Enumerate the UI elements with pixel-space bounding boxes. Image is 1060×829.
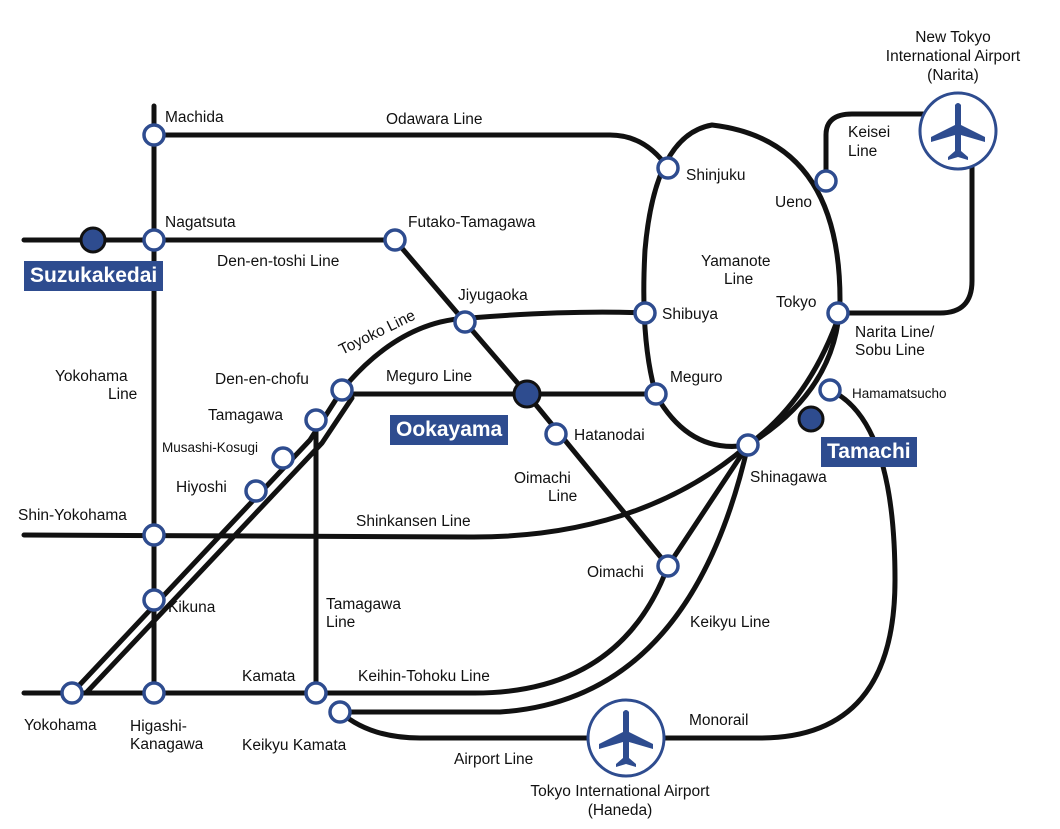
- label-yokohama-line-1: Yokohama: [55, 368, 128, 385]
- label-haneda-1: Tokyo International Airport: [530, 783, 710, 800]
- label-yokohama: Yokohama: [24, 717, 97, 734]
- label-den-en-chofu: Den-en-chofu: [215, 371, 309, 388]
- label-meguro-line: Meguro Line: [386, 368, 472, 385]
- airplane-icon: [599, 710, 653, 767]
- label-narita-1: New Tokyo: [915, 29, 991, 46]
- station-shinagawa[interactable]: [736, 433, 760, 457]
- station-labels: Machida Nagatsuta Futako-Tamagawa Jiyuga…: [18, 109, 947, 754]
- station-musashi-kosugi[interactable]: [271, 446, 295, 470]
- station-yokohama[interactable]: [60, 681, 84, 705]
- station-higashi-kanagawa[interactable]: [142, 681, 166, 705]
- station-tokyo[interactable]: [826, 301, 850, 325]
- station-machida[interactable]: [142, 123, 166, 147]
- label-narita-3: (Narita): [927, 67, 979, 84]
- label-tamagawa: Tamagawa: [208, 407, 283, 424]
- label-tamagawa-line-2: Line: [326, 614, 355, 631]
- label-narita-sobu-line-2: Sobu Line: [855, 342, 925, 359]
- label-airport-line: Airport Line: [454, 751, 533, 768]
- station-tamachi[interactable]: [797, 405, 825, 433]
- label-keihin-tohoku-line: Keihin-Tohoku Line: [358, 668, 490, 685]
- narita-airport-icon-group: [918, 91, 998, 171]
- station-meguro[interactable]: [644, 382, 668, 406]
- label-hamamatsucho: Hamamatsucho: [852, 386, 947, 401]
- label-nagatsuta: Nagatsuta: [165, 214, 236, 231]
- station-hamamatsucho[interactable]: [818, 378, 842, 402]
- station-ueno[interactable]: [814, 169, 838, 193]
- label-den-en-toshi-line: Den-en-toshi Line: [217, 253, 339, 270]
- label-ueno: Ueno: [775, 194, 812, 211]
- label-yamanote-line-1: Yamanote: [701, 253, 771, 270]
- label-hiyoshi: Hiyoshi: [176, 479, 227, 496]
- airport-labels: New Tokyo International Airport (Narita)…: [530, 29, 1021, 819]
- label-haneda-2: (Haneda): [588, 802, 653, 819]
- toyoko-line-parallel: [83, 395, 355, 696]
- label-keisei-line-1: Keisei: [848, 124, 890, 141]
- label-narita-sobu-line-1: Narita Line/: [855, 324, 935, 341]
- label-oimachi-line-1: Oimachi: [514, 470, 571, 487]
- label-shinjuku: Shinjuku: [686, 167, 745, 184]
- label-kikuna: Kikuna: [168, 599, 216, 616]
- airport-line: [337, 709, 591, 741]
- label-meguro: Meguro: [670, 369, 723, 386]
- station-hiyoshi[interactable]: [244, 479, 268, 503]
- label-futako-tamagawa: Futako-Tamagawa: [408, 214, 536, 231]
- label-odawara-line: Odawara Line: [386, 111, 483, 128]
- monorail-line: [660, 387, 898, 741]
- narita-sobu-line: [835, 162, 975, 316]
- label-oimachi-line-2: Line: [548, 488, 577, 505]
- station-jiyugaoka[interactable]: [453, 310, 477, 334]
- station-shibuya[interactable]: [633, 301, 657, 325]
- station-futako-tamagawa[interactable]: [383, 228, 407, 252]
- label-narita-2: International Airport: [886, 48, 1021, 65]
- station-suzukakedai[interactable]: [79, 226, 107, 254]
- label-keikyu-line: Keikyu Line: [690, 614, 770, 631]
- label-oimachi: Oimachi: [587, 564, 644, 581]
- station-ookayama[interactable]: [512, 379, 542, 409]
- label-yokohama-line-2: Line: [108, 386, 137, 403]
- line-labels: Odawara Line Den-en-toshi Line Toyoko Li…: [55, 111, 935, 768]
- suzukakedai-tag[interactable]: Suzukakedai: [24, 261, 164, 291]
- station-kikuna[interactable]: [142, 588, 166, 612]
- keikyu-line: [337, 442, 751, 715]
- label-keikyu-kamata: Keikyu Kamata: [242, 737, 347, 754]
- label-monorail: Monorail: [689, 712, 748, 729]
- station-nagatsuta[interactable]: [142, 228, 166, 252]
- label-tokyo: Tokyo: [776, 294, 817, 311]
- station-hatanodai[interactable]: [544, 422, 568, 446]
- airplane-icon: [931, 103, 985, 160]
- label-shinkansen-line: Shinkansen Line: [356, 513, 471, 530]
- shinkansen-line: [21, 442, 751, 540]
- station-shinjuku[interactable]: [656, 156, 680, 180]
- station-shin-yokohama[interactable]: [142, 523, 166, 547]
- keihin-tohoku-line: [21, 310, 843, 696]
- yamanote-line: [641, 122, 843, 449]
- label-shibuya: Shibuya: [662, 306, 718, 323]
- label-tamagawa-line-1: Tamagawa: [326, 596, 401, 613]
- station-kamata[interactable]: [304, 681, 328, 705]
- stations: [60, 123, 850, 724]
- label-hatanodai: Hatanodai: [574, 427, 645, 444]
- label-keisei-line-2: Line: [848, 143, 877, 160]
- label-higashi-kanagawa-1: Higashi-: [130, 718, 187, 735]
- label-shinagawa: Shinagawa: [750, 469, 827, 486]
- odawara-line: [151, 132, 671, 171]
- label-musashi-kosugi: Musashi-Kosugi: [162, 440, 258, 455]
- label-shin-yokohama: Shin-Yokohama: [18, 507, 127, 524]
- station-keikyu-kamata[interactable]: [328, 700, 352, 724]
- station-den-en-chofu[interactable]: [330, 378, 354, 402]
- station-tamagawa[interactable]: [304, 408, 328, 432]
- ookayama-tag[interactable]: Ookayama: [390, 415, 509, 445]
- keisei-line: [823, 111, 943, 184]
- label-higashi-kanagawa-2: Kanagawa: [130, 736, 204, 753]
- label-yamanote-line-2: Line: [724, 271, 753, 288]
- tamachi-tag[interactable]: Tamachi: [821, 437, 917, 467]
- label-kamata: Kamata: [242, 668, 296, 685]
- station-oimachi[interactable]: [656, 554, 680, 578]
- label-machida: Machida: [165, 109, 224, 126]
- haneda-airport-icon-group: [586, 698, 666, 778]
- label-jiyugaoka: Jiyugaoka: [458, 287, 528, 304]
